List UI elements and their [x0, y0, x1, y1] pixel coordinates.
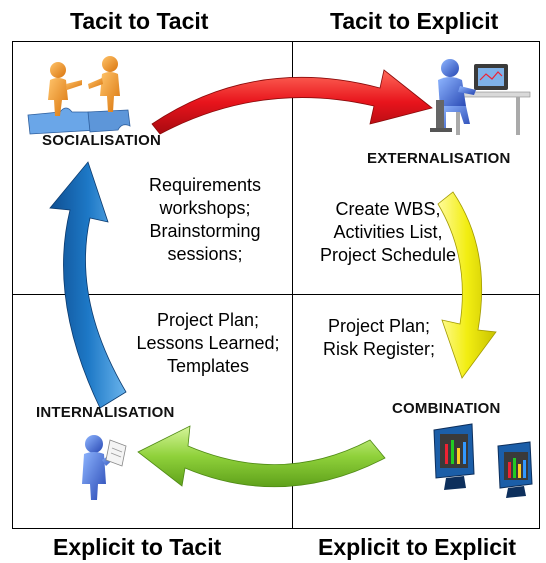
computer-monitors-icon [433, 423, 533, 498]
notes-combination: Project Plan; Risk Register; [312, 315, 446, 361]
people-on-puzzle-icon [27, 56, 131, 135]
quadrant-frame [12, 41, 540, 529]
vertical-divider [292, 41, 293, 529]
arrow-tacit-to-explicit [151, 69, 433, 135]
note-line: Project Schedule [319, 245, 457, 265]
label-internalisation: INTERNALISATION [36, 404, 175, 421]
note-line: Lessons Learned; [136, 333, 280, 353]
horizontal-divider [12, 294, 540, 295]
person-reading-icon [82, 435, 127, 500]
notes-socialisation: Requirements workshops; Brainstorming se… [130, 174, 280, 266]
header-tacit-to-explicit: Tacit to Explicit [330, 8, 499, 34]
header-explicit-to-explicit: Explicit to Explicit [318, 534, 517, 560]
note-line: sessions; [167, 244, 243, 264]
arrow-explicit-to-tacit-internalise [49, 161, 127, 409]
arrow-explicit-to-explicit [437, 191, 497, 379]
note-line: Templates [166, 356, 250, 376]
label-externalisation: EXTERNALISATION [367, 150, 511, 167]
notes-externalisation: Create WBS, Activities List, Project Sch… [306, 198, 470, 267]
note-line: Brainstorming [149, 221, 261, 241]
note-line: workshops; [159, 198, 251, 218]
label-socialisation: SOCIALISATION [42, 132, 161, 149]
note-line: Activities List, [333, 222, 443, 242]
note-line: Project Plan; [327, 316, 431, 336]
header-tacit-to-tacit: Tacit to Tacit [70, 8, 209, 34]
label-combination: COMBINATION [392, 400, 501, 417]
arrow-explicit-to-tacit [137, 425, 386, 488]
header-explicit-to-tacit: Explicit to Tacit [53, 534, 222, 560]
person-at-computer-icon [430, 59, 531, 135]
note-line: Project Plan; [156, 310, 260, 330]
note-line: Risk Register; [322, 339, 436, 359]
notes-internalisation: Project Plan; Lessons Learned; Templates [128, 309, 288, 378]
note-line: Create WBS, [335, 199, 441, 219]
note-line: Requirements [148, 175, 262, 195]
